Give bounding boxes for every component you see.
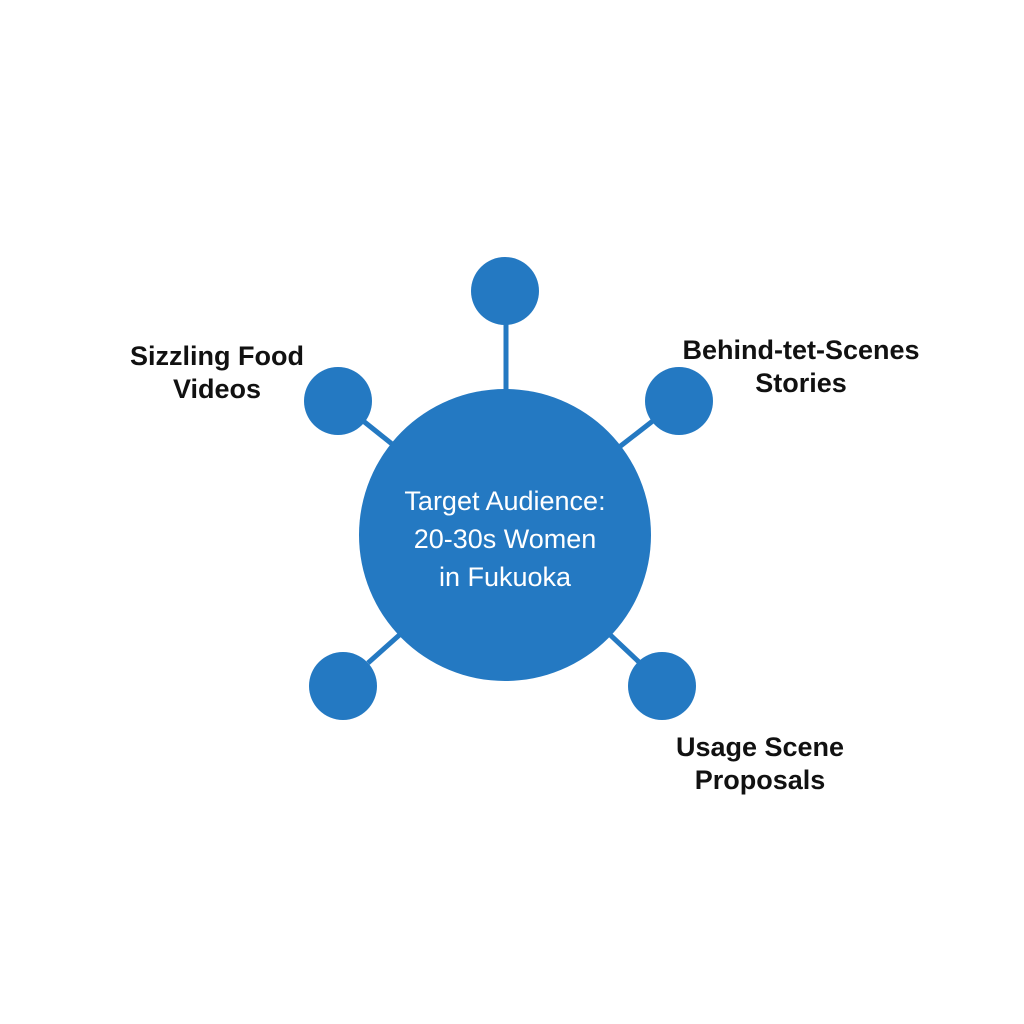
branch-label-upper-left-line-2: Videos: [172, 374, 262, 404]
branch-node-top: [471, 257, 539, 325]
branch-label-upper-right-line-1: Behind-tet-Scenes: [682, 335, 920, 365]
branch-label-upper-left-line-1: Sizzling Food: [130, 341, 304, 371]
center-label-line-1: Target Audience:: [404, 486, 606, 516]
branch-node-upper-right: [645, 367, 713, 435]
center-label-line-2: 20-30s Women: [413, 524, 597, 554]
connector-upper-right: [616, 418, 656, 450]
branch-node-lower-right: [628, 652, 696, 720]
center-label-line-3: in Fukuoka: [438, 562, 572, 592]
branch-label-lower-right-line-2: Proposals: [694, 765, 826, 795]
branch-label-lower-right: Usage Scene Proposals: [648, 731, 872, 797]
branch-label-upper-right-line-2: Stories: [755, 368, 847, 398]
nodes: [304, 257, 713, 720]
branch-node-upper-left: [304, 367, 372, 435]
branch-label-upper-left: Sizzling Food Videos: [112, 340, 322, 406]
center-node: [359, 389, 651, 681]
center-node-label: Target Audience: 20-30s Women in Fukuoka: [360, 482, 650, 596]
branch-label-upper-right: Behind-tet-Scenes Stories: [666, 334, 936, 400]
branch-node-lower-left: [309, 652, 377, 720]
connector-upper-left: [360, 418, 399, 450]
connectors: [360, 324, 656, 665]
branch-label-lower-right-line-1: Usage Scene: [675, 732, 845, 762]
connector-lower-left: [366, 628, 407, 665]
